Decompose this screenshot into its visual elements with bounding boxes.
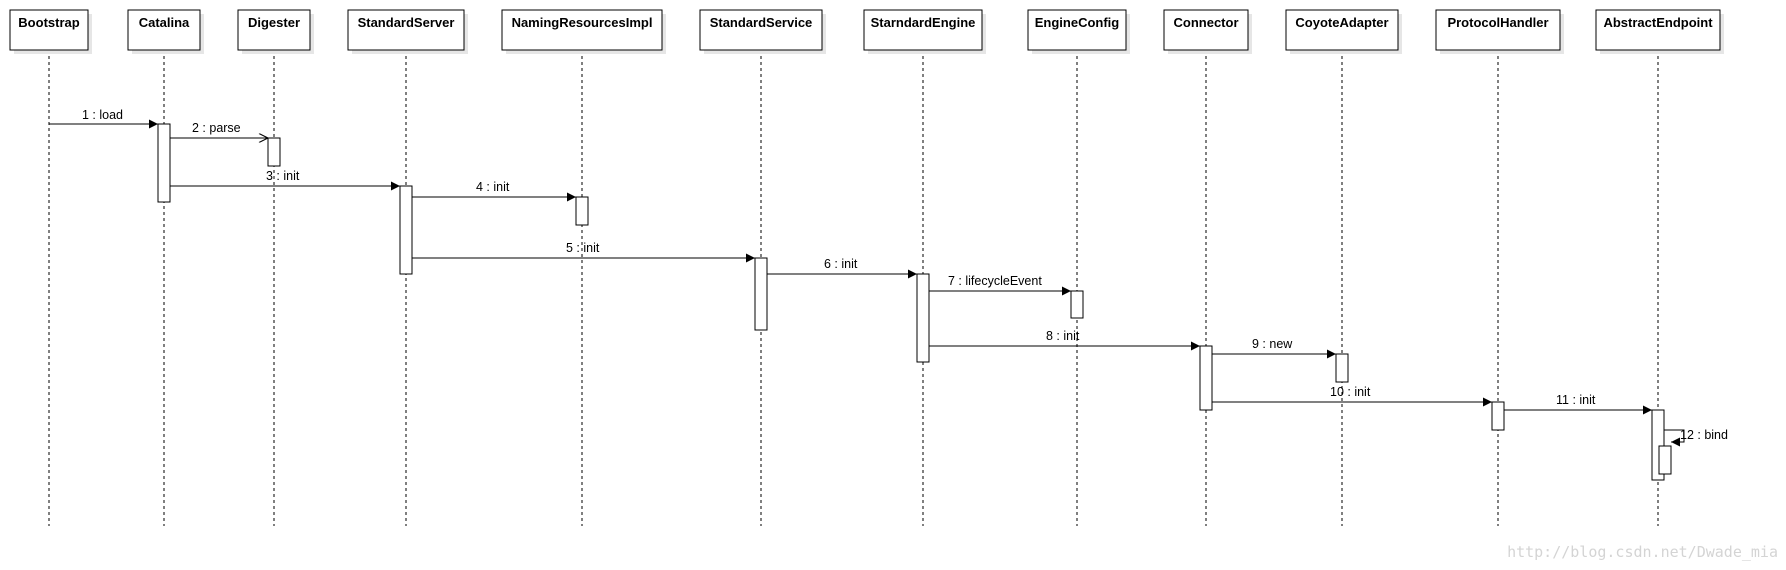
- activation-engineconfig-6: [1070, 290, 1084, 319]
- message-label-m1: 1 : load: [82, 108, 123, 122]
- message-label-m2: 2 : parse: [192, 121, 241, 135]
- message-label-m12: 12 : bind: [1680, 428, 1728, 442]
- activation-coyoteadapter-8: [1335, 353, 1349, 383]
- message-labels-layer: 1 : load 2 : parse 3 : init 4 : init 5 : ini…: [82, 108, 1728, 442]
- message-label-m7: 7 : lifecycleEvent: [948, 274, 1042, 288]
- participant-label-bootstrap: Bootstrap: [18, 15, 79, 30]
- participant-label-standardservice: StandardService: [710, 15, 813, 30]
- activation-digester-1: [267, 137, 281, 167]
- participant-label-protocolhandler: ProtocolHandler: [1447, 15, 1548, 30]
- activation-connector-7: [1199, 345, 1213, 411]
- messages-layer: [49, 119, 1685, 447]
- participant-label-abstractendpoint: AbstractEndpoint: [1603, 15, 1713, 30]
- message-label-m4: 4 : init: [476, 180, 510, 194]
- message-label-m9: 9 : new: [1252, 337, 1293, 351]
- activation-standardservice-4: [754, 257, 768, 331]
- participant-box-namingresourcesimpl: [501, 9, 663, 51]
- participant-label-standardserver: StandardServer: [358, 15, 455, 30]
- activation-catalina-0: [157, 123, 171, 203]
- message-label-m3: 3 : init: [266, 169, 300, 183]
- participant-label-digester: Digester: [248, 15, 300, 30]
- participant-label-engineconfig: EngineConfig: [1035, 15, 1120, 30]
- watermark: http://blog.csdn.net/Dwade_mia: [1507, 543, 1778, 561]
- participant-label-namingresourcesimpl: NamingResourcesImpl: [512, 15, 653, 30]
- message-label-m8: 8 : init: [1046, 329, 1080, 343]
- participant-heads-layer: Bootstrap Catalina Digester StandardServer N…: [9, 9, 1724, 54]
- participant-box-connector: [1163, 9, 1249, 51]
- lifelines-layer: [48, 50, 1659, 526]
- message-label-m10: 10 : init: [1330, 385, 1371, 399]
- activation-protocolhandler-9: [1491, 401, 1505, 431]
- participant-label-coyoteadapter: CoyoteAdapter: [1295, 15, 1388, 30]
- participant-box-bootstrap: [9, 9, 89, 51]
- activations-layer: [157, 123, 1672, 481]
- participant-box-engineconfig: [1027, 9, 1127, 51]
- participant-box-catalina: [127, 9, 201, 51]
- message-label-m11: 11 : init: [1556, 393, 1596, 407]
- message-label-m5: 5 : init: [566, 241, 600, 255]
- participant-box-abstractendpoint: [1595, 9, 1721, 51]
- participant-box-standardservice: [699, 9, 823, 51]
- participant-box-digester: [237, 9, 311, 51]
- message-label-m6: 6 : init: [824, 257, 858, 271]
- participant-label-starndardengine: StarndardEngine: [871, 15, 976, 30]
- activation-starndardengine-5: [916, 273, 930, 363]
- message-arrow-m12: [1664, 429, 1685, 447]
- participant-label-connector: Connector: [1174, 15, 1239, 30]
- activation-abstractendpoint-11: [1658, 445, 1672, 475]
- activation-standardserver-2: [399, 185, 413, 275]
- participant-box-protocolhandler: [1435, 9, 1561, 51]
- participant-box-standardserver: [347, 9, 465, 51]
- participant-box-coyoteadapter: [1285, 9, 1399, 51]
- participant-box-starndardengine: [863, 9, 983, 51]
- activation-namingresourcesimpl-3: [575, 196, 589, 226]
- participant-label-catalina: Catalina: [139, 15, 190, 30]
